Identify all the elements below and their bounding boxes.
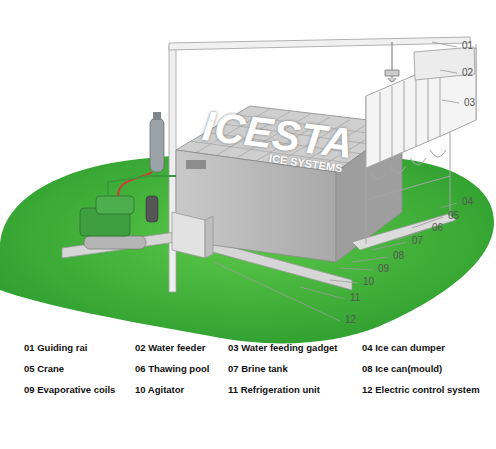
condenser (84, 236, 146, 249)
part-list-item: 02 Water feeder (135, 343, 205, 354)
callout-number: 03 (464, 97, 475, 109)
callout-number: 05 (448, 210, 459, 222)
tank-plate (186, 160, 206, 169)
guiding-rail (169, 37, 470, 50)
callout-number: 12 (345, 314, 356, 326)
part-list-item: 08 Ice can(mould) (362, 364, 442, 375)
part-list-item: 10 Agitator (135, 385, 184, 396)
compressor (96, 196, 134, 214)
leader-lines (214, 42, 459, 321)
gantry-post (169, 46, 176, 292)
part-list-item: 06 Thawing pool (135, 364, 209, 375)
receiver (146, 196, 158, 222)
vessel-cap (153, 112, 161, 120)
part-list-item: 04 Ice can dumper (362, 343, 445, 354)
part-list-item: 09 Evaporative coils (24, 385, 115, 396)
part-list-item: 01 Guiding rai (24, 343, 87, 354)
part-list-item: 11 Refrigeration unit (228, 385, 320, 396)
callout-number: 04 (462, 196, 473, 208)
callout-number: 08 (393, 250, 404, 262)
callout-number: 06 (432, 222, 443, 234)
part-list-item: 07 Brine tank (228, 364, 288, 375)
callout-number: 01 (462, 40, 473, 52)
part-list-item: 12 Electric control system (362, 385, 480, 396)
water-feeder (414, 47, 475, 80)
control-box-side (205, 216, 213, 258)
control-box (172, 212, 205, 258)
callout-number: 09 (378, 263, 389, 275)
can-dumper-frame (366, 44, 476, 244)
rack-base (352, 214, 456, 250)
callout-number: 07 (412, 235, 423, 247)
part-list-item: 05 Crane (24, 364, 64, 375)
part-list-item: 03 Water feeding gadget (228, 343, 337, 354)
callout-number: 10 (363, 276, 374, 288)
callout-number: 02 (462, 67, 473, 79)
separator-vessel (150, 118, 164, 172)
crane-hook (385, 70, 399, 82)
refrigerant-pipe (108, 176, 176, 196)
callout-number: 11 (350, 292, 360, 304)
